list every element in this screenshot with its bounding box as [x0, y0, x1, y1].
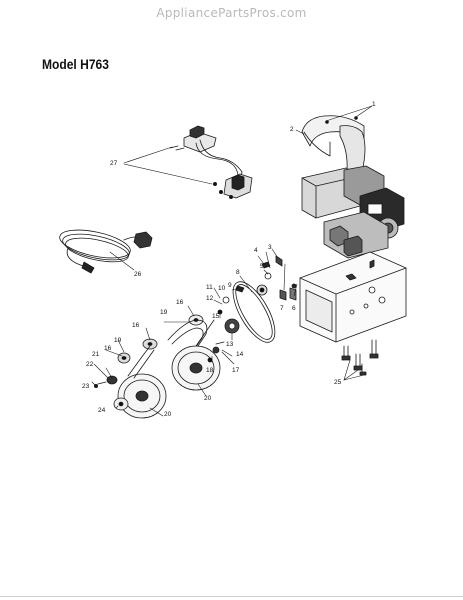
callout-8: 8	[236, 269, 240, 276]
callout-9: 9	[228, 282, 232, 289]
part-upper-pulley	[142, 314, 208, 371]
part-drive-belt	[217, 281, 276, 343]
callout-19a: 19	[160, 309, 168, 316]
callout-6: 6	[292, 305, 296, 312]
callout-25: 25	[334, 379, 342, 386]
callout-20a: 20	[204, 395, 212, 402]
callout-24: 24	[98, 407, 106, 414]
callout-16b: 16	[132, 322, 140, 329]
callout-27: 27	[110, 160, 118, 167]
callout-19b: 19	[114, 337, 122, 344]
callout-2: 2	[290, 126, 294, 133]
watermark: AppliancePartsPros.com	[156, 6, 307, 20]
page-bottom-edge	[0, 594, 463, 597]
callout-1: 1	[372, 101, 376, 108]
callout-12: 12	[206, 295, 214, 302]
callout-15: 15	[212, 313, 220, 320]
callout-17: 17	[232, 367, 240, 374]
part-switch-assembly	[169, 125, 253, 199]
callout-16a: 16	[176, 299, 184, 306]
callout-21: 21	[92, 351, 100, 358]
callout-5: 5	[260, 263, 264, 270]
part-chute-deflector	[301, 115, 366, 181]
callout-13: 13	[226, 341, 234, 348]
callout-4: 4	[254, 247, 258, 254]
part-frame-plate	[299, 251, 407, 343]
callout-7: 7	[280, 305, 284, 312]
callout-labels: 1 2 3 4 5 6 7 8 9 10 11 12 13 14 15 16 1…	[82, 101, 376, 418]
part-motor-housing	[301, 165, 405, 259]
callout-26: 26	[134, 271, 142, 278]
callout-10: 10	[218, 285, 226, 292]
part-large-pulley-right	[171, 319, 225, 391]
callout-3: 3	[268, 244, 272, 251]
part-small-hardware	[261, 255, 297, 301]
callout-14: 14	[236, 351, 244, 358]
callout-23: 23	[82, 383, 90, 390]
callout-16c: 16	[104, 345, 112, 352]
callout-20b: 20	[164, 411, 172, 418]
model-title: Model H763	[42, 56, 109, 72]
callout-18: 18	[206, 367, 214, 374]
callout-11: 11	[206, 284, 213, 291]
part-posts	[341, 339, 379, 376]
leader-lines	[91, 251, 298, 417]
part-washer-24	[113, 397, 129, 411]
part-power-cord	[59, 229, 153, 274]
callout-22: 22	[86, 361, 94, 368]
